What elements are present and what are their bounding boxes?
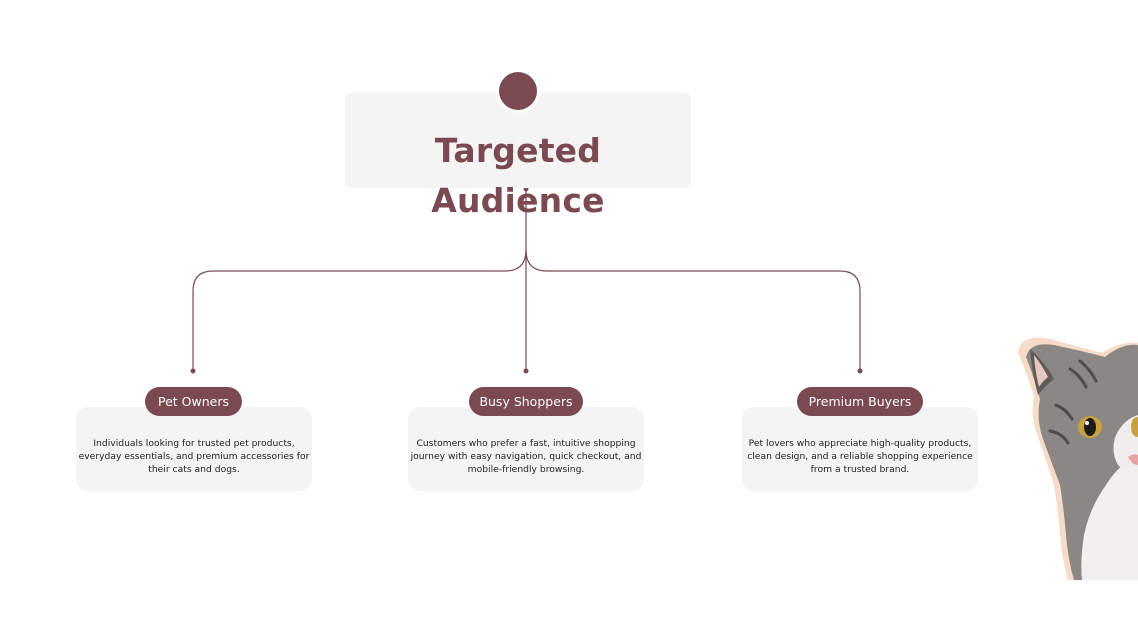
node-card-pet-owners xyxy=(76,407,312,491)
node-label-pet-owners: Pet Owners xyxy=(145,387,242,416)
node-description-busy-shoppers: Customers who prefer a fast, intuitive s… xyxy=(410,438,642,475)
connector-end-dot-right xyxy=(857,368,863,374)
node-description-premium-buyers: Pet lovers who appreciate high-quality p… xyxy=(747,438,973,475)
node-label-busy-shoppers: Busy Shoppers xyxy=(469,387,583,416)
connector-left xyxy=(192,249,527,371)
title-dot xyxy=(499,72,537,110)
cat-photo xyxy=(1018,335,1138,580)
connector-right xyxy=(525,249,861,371)
node-description-pet-owners: Individuals looking for trusted pet prod… xyxy=(78,438,310,475)
connector-end-dot-center xyxy=(523,368,529,374)
node-card-busy-shoppers xyxy=(408,407,644,491)
page-title: Targeted Audience xyxy=(431,131,605,220)
node-label-premium-buyers: Premium Buyers xyxy=(797,387,923,416)
connector-end-dot-left xyxy=(190,368,196,374)
node-card-premium-buyers xyxy=(742,407,978,491)
